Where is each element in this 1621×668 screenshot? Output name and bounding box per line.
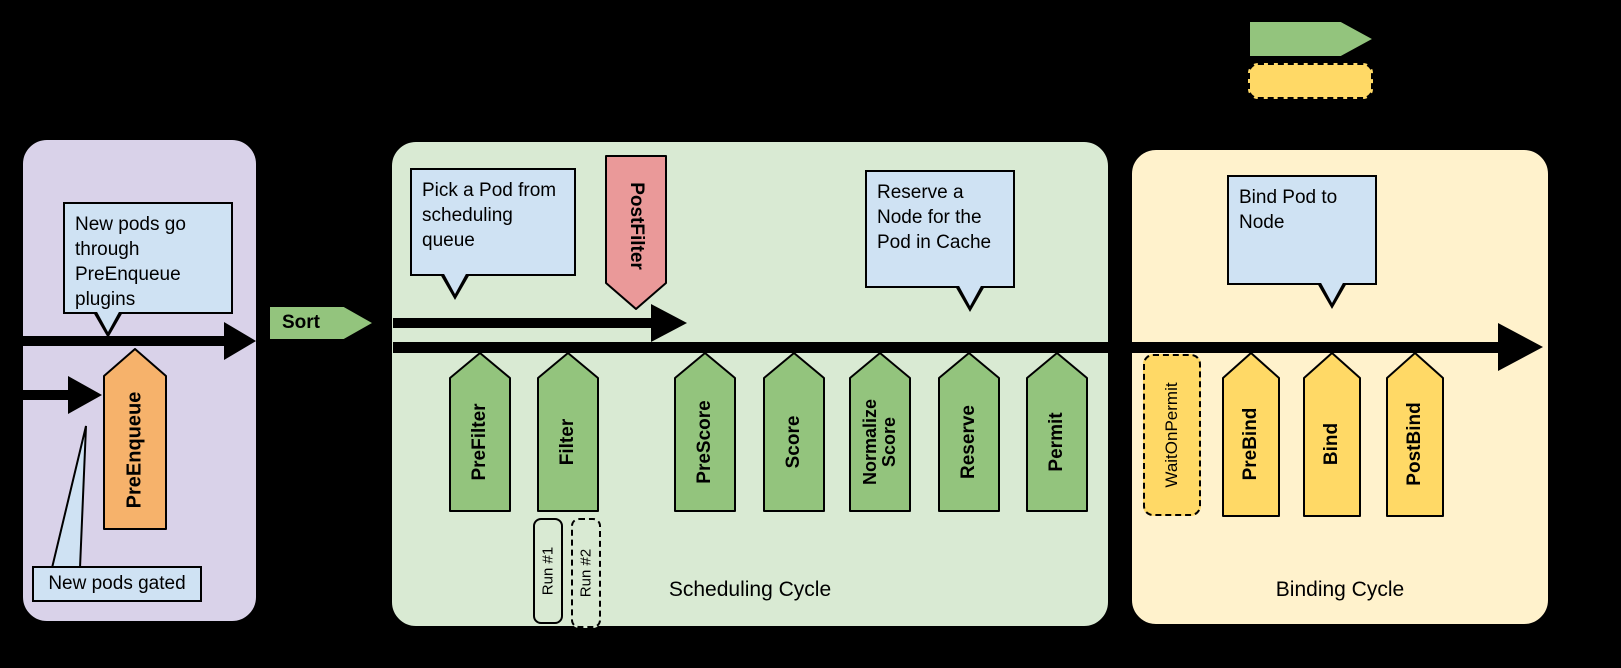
arrow-head-icon xyxy=(68,376,102,414)
filter-run-label: Run #1 xyxy=(539,546,557,596)
scheduling-cycle-title: Scheduling Cycle xyxy=(668,578,832,601)
extension-label: PreBind xyxy=(1240,407,1261,481)
arrow-shaft xyxy=(0,390,68,400)
extension-label: Permit xyxy=(1046,412,1067,472)
extension-point-permit: Permit xyxy=(1026,352,1088,512)
filter-run-1: Run #1 xyxy=(533,518,563,624)
legend-dashed-box-icon xyxy=(1248,63,1373,99)
extension-label: Reserve xyxy=(958,404,979,479)
callout-bind-text: Bind Pod to Node xyxy=(1239,187,1338,234)
extension-point-sort: Sort xyxy=(268,305,375,341)
legend-solid-arrow-icon xyxy=(1248,20,1375,58)
extension-label: PreFilter xyxy=(469,403,490,481)
extension-label: WaitOnPermit xyxy=(1162,382,1181,488)
callout-pick-pod: Pick a Pod from scheduling queue xyxy=(410,168,576,300)
extension-point-reserve: Reserve xyxy=(938,352,1000,512)
extension-point-prescore: PreScore xyxy=(674,352,736,512)
arrow-head-icon xyxy=(651,304,687,342)
callout-bind-pod: Bind Pod to Node xyxy=(1227,175,1377,309)
callout-tail-icon xyxy=(443,272,467,294)
callout-pick-pod-text: Pick a Pod from scheduling queue xyxy=(422,180,557,252)
arrow-head-icon xyxy=(224,322,256,360)
extension-point-postfilter: PostFilter xyxy=(605,155,667,310)
filter-run-label: Run #2 xyxy=(577,548,595,598)
extension-point-postbind: PostBind xyxy=(1386,352,1444,517)
extension-point-normalize-score: Normalize Score xyxy=(849,352,911,512)
extension-label: PostFilter xyxy=(626,182,647,271)
sort-label: Sort xyxy=(282,312,320,333)
callout-tail-icon xyxy=(958,284,982,306)
arrow-shaft xyxy=(393,318,651,328)
callout-tail-icon xyxy=(1320,281,1344,303)
extension-label: PreEnqueue xyxy=(123,391,146,509)
extension-label: Normalize Score xyxy=(860,398,899,485)
extension-point-prebind: PreBind xyxy=(1222,352,1280,517)
extension-label: Filter xyxy=(557,418,578,465)
extension-label: Bind xyxy=(1321,423,1342,466)
callout-gated-text: New pods gated xyxy=(48,573,186,594)
callout-reserve-node: Reserve a Node for the Pod in Cache xyxy=(865,170,1015,312)
callout-tail-icon xyxy=(51,425,87,569)
arrow-head-icon xyxy=(1498,323,1543,371)
extension-label: Score xyxy=(783,415,804,468)
extension-point-waitonpermit: WaitOnPermit xyxy=(1143,354,1201,516)
extension-point-prefilter: PreFilter xyxy=(449,352,511,512)
extension-point-score: Score xyxy=(763,352,825,512)
callout-tail-icon xyxy=(96,310,120,332)
callout-reserve-text: Reserve a Node for the Pod in Cache xyxy=(877,182,992,254)
extension-label: PreScore xyxy=(694,399,715,484)
binding-cycle-title: Binding Cycle xyxy=(1275,578,1405,601)
extension-label: PostBind xyxy=(1404,402,1425,487)
extension-point-preenqueue: PreEnqueue xyxy=(103,348,167,530)
extension-point-bind: Bind xyxy=(1303,352,1361,517)
filter-run-2: Run #2 xyxy=(571,518,601,628)
extension-point-filter: Filter xyxy=(537,352,599,512)
arrow-shaft xyxy=(393,342,1498,353)
arrow-shaft xyxy=(0,336,224,346)
callout-new-pods: New pods go through PreEnqueue plugins xyxy=(63,202,233,338)
callout-new-pods-text: New pods go through PreEnqueue plugins xyxy=(75,214,186,311)
callout-new-pods-gated: New pods gated xyxy=(32,566,202,602)
